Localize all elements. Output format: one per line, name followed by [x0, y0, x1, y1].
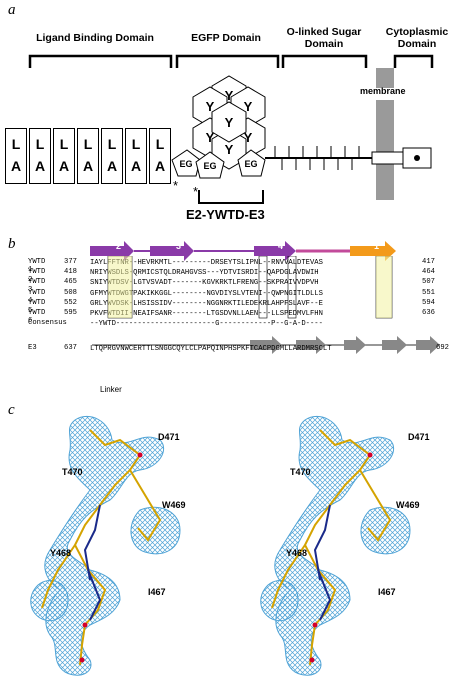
cytoplasmic-domain-label: Cytoplasmic Domain: [385, 26, 449, 50]
svg-text:Y: Y: [206, 99, 215, 114]
construct-label: E2-YWTD-E3: [186, 207, 265, 222]
residue-label-w469: W469: [396, 500, 420, 510]
svg-text:*: *: [173, 178, 178, 193]
svg-text:Y: Y: [225, 115, 234, 130]
o-linked-sugar-domain-label: O-linked Sugar Domain: [286, 26, 362, 50]
strand-label-3: 3: [176, 241, 182, 251]
residue-label-d471: D471: [158, 432, 180, 442]
electron-density-left: [30, 415, 181, 676]
svg-text:Y: Y: [244, 99, 253, 114]
residue-label-t470: T470: [62, 467, 83, 477]
electron-density-right: [260, 415, 411, 676]
linker-label: Linker: [100, 385, 122, 394]
svg-text:EG: EG: [179, 159, 192, 169]
svg-text:Y: Y: [244, 130, 253, 145]
membrane-label: membrane: [360, 86, 406, 96]
egfp-domain-label: EGFP Domain: [191, 32, 261, 44]
residue-label-w469: W469: [162, 500, 186, 510]
svg-text:Y: Y: [225, 142, 234, 157]
strand-label-2: 2: [116, 241, 122, 251]
svg-text:*: *: [193, 184, 198, 199]
svg-text:EG: EG: [244, 159, 257, 169]
residue-label-y468: Y468: [50, 548, 72, 558]
panel-letter-b: b: [8, 236, 16, 252]
residue-label-d471: D471: [408, 432, 430, 442]
ligand-binding-domain-label: Ligand Binding Domain: [36, 32, 154, 44]
conservation-boxes: [107, 256, 393, 319]
svg-text:Y: Y: [225, 88, 234, 103]
residue-label-y468: Y468: [286, 548, 308, 558]
panel-letter-a: a: [8, 2, 16, 18]
residue-label-t470: T470: [290, 467, 311, 477]
strand-label-4: 4: [278, 241, 284, 251]
svg-text:EG: EG: [203, 161, 216, 171]
panel-letter-c: c: [8, 402, 15, 418]
svg-text:Y: Y: [206, 130, 215, 145]
strand-label-1: 1: [374, 241, 380, 251]
residue-label-i467: I467: [378, 587, 396, 597]
residue-label-i467: I467: [148, 587, 166, 597]
